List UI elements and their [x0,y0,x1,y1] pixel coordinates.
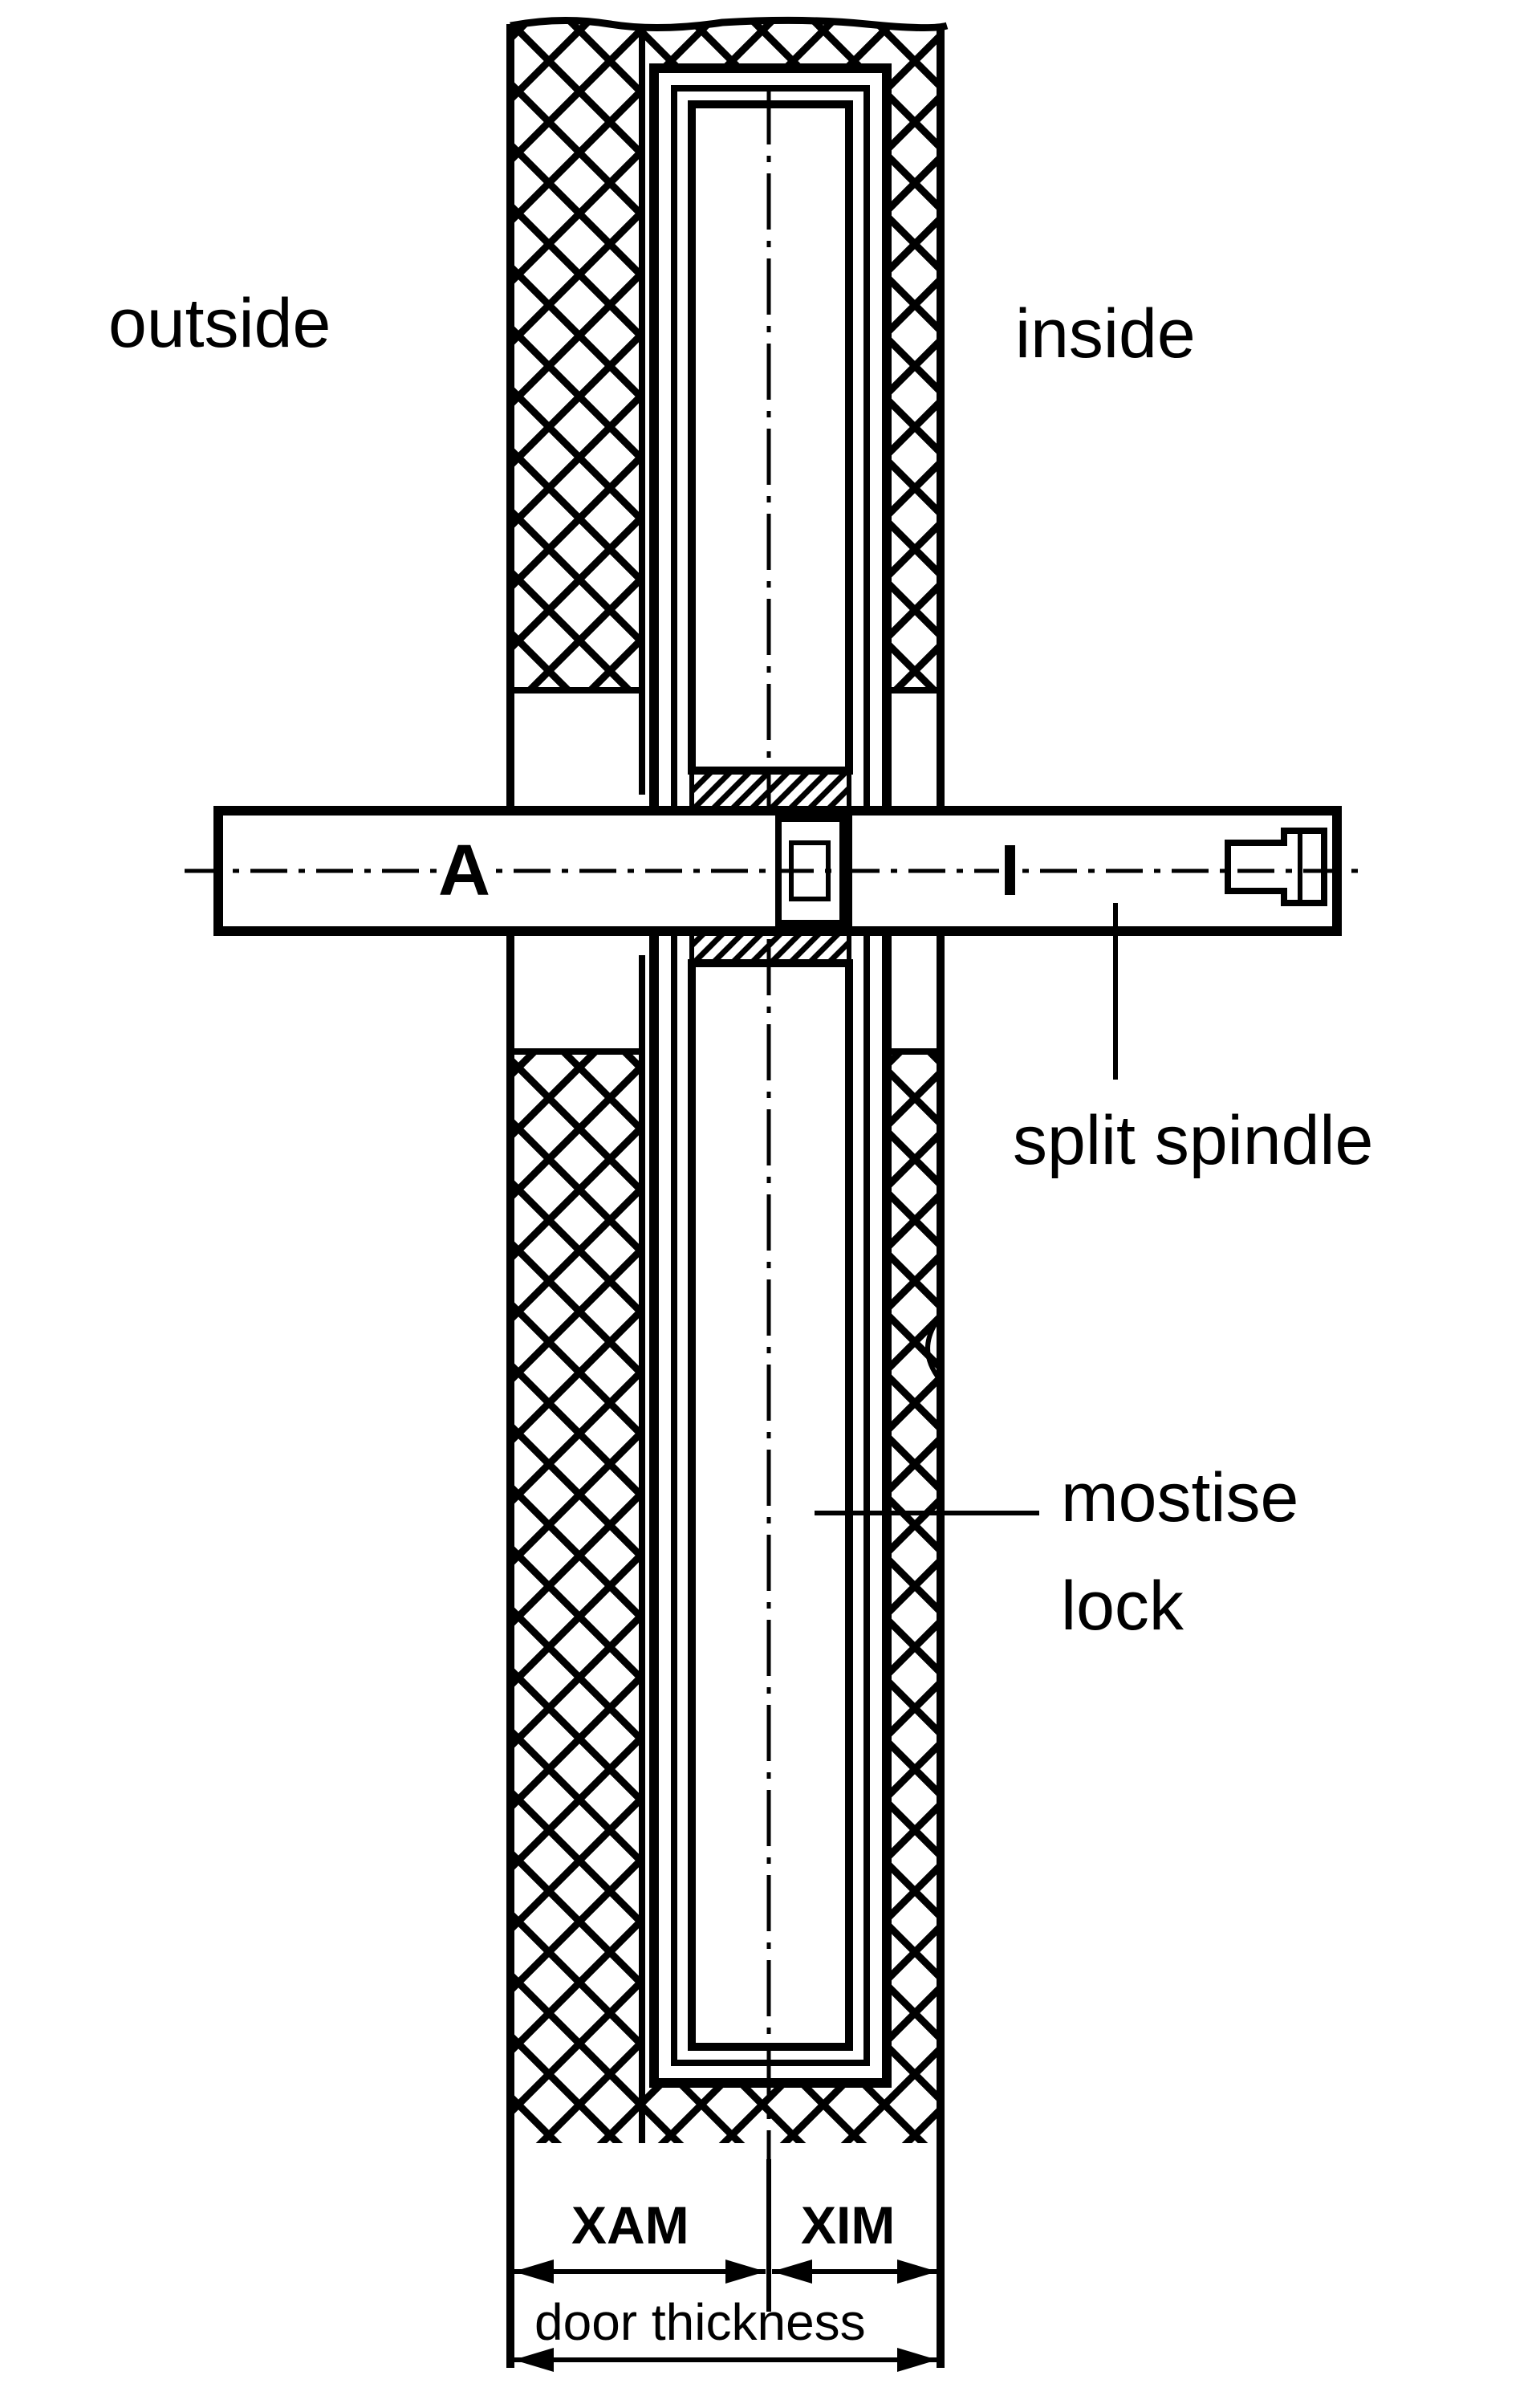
mortise-lock-body [649,63,892,2088]
door-inside-panel [891,24,945,2368]
door-bottom-hatch [642,2087,891,2143]
outside-marker-a: A [438,831,490,911]
dimension-lines [508,2143,943,2372]
mortise-lock-label-line1: mostise [1061,1459,1298,1536]
xim-dimension-label: XIM [801,2195,895,2255]
inside-label: inside [1015,295,1196,372]
set-screw-icon [1225,828,1327,906]
inside-marker-i: I [1000,831,1020,911]
door-outside-panel [506,16,949,2368]
door-thickness-label: door thickness [534,2293,866,2351]
split-spindle-label: split spindle [1013,1102,1373,1179]
xam-dimension-label: XAM [571,2195,689,2255]
mortise-lock-label-line2: lock [1061,1568,1184,1645]
outside-label: outside [108,285,331,362]
